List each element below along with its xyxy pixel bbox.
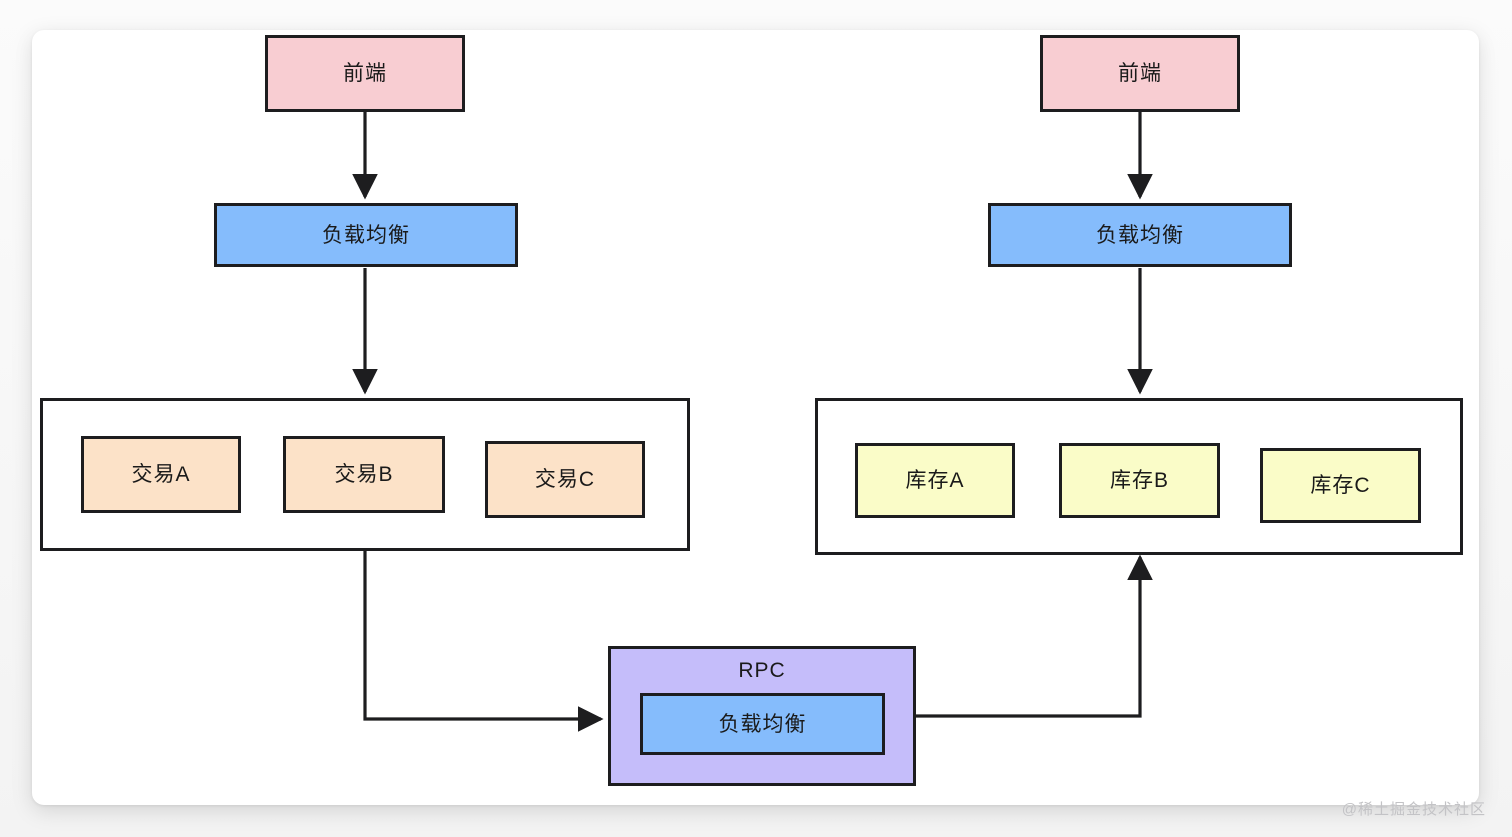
left-service-label-0: 交易A (131, 463, 191, 486)
left-load-balancer-label: 负载均衡 (322, 223, 410, 247)
rpc-title: RPC (738, 659, 786, 682)
left-frontend-label: 前端 (343, 62, 387, 85)
right-service-node-0[interactable]: 库存A (855, 443, 1015, 518)
right-service-node-1[interactable]: 库存B (1059, 443, 1220, 518)
right-service-node-2[interactable]: 库存C (1260, 448, 1421, 523)
left-service-node-0[interactable]: 交易A (81, 436, 241, 513)
rpc-load-balancer-node[interactable]: 负载均衡 (640, 693, 885, 755)
left-service-label-2: 交易C (534, 468, 596, 491)
left-service-label-1: 交易B (334, 463, 394, 486)
right-service-label-1: 库存B (1109, 469, 1169, 492)
watermark-text: @稀土掘金技术社区 (1341, 801, 1486, 818)
right-service-label-0: 库存A (905, 469, 965, 492)
left-service-node-1[interactable]: 交易B (283, 436, 445, 513)
right-load-balancer-node[interactable]: 负载均衡 (988, 203, 1292, 267)
rpc-load-balancer-label: 负载均衡 (718, 712, 807, 736)
right-load-balancer-label: 负载均衡 (1096, 223, 1184, 247)
left-load-balancer-node[interactable]: 负载均衡 (214, 203, 518, 267)
left-service-node-2[interactable]: 交易C (485, 441, 645, 518)
rpc-container[interactable]: RPC 负载均衡 (608, 646, 916, 786)
right-frontend-node[interactable]: 前端 (1040, 35, 1240, 112)
right-service-label-2: 库存C (1310, 474, 1371, 497)
left-frontend-node[interactable]: 前端 (265, 35, 465, 112)
right-frontend-label: 前端 (1118, 62, 1162, 85)
